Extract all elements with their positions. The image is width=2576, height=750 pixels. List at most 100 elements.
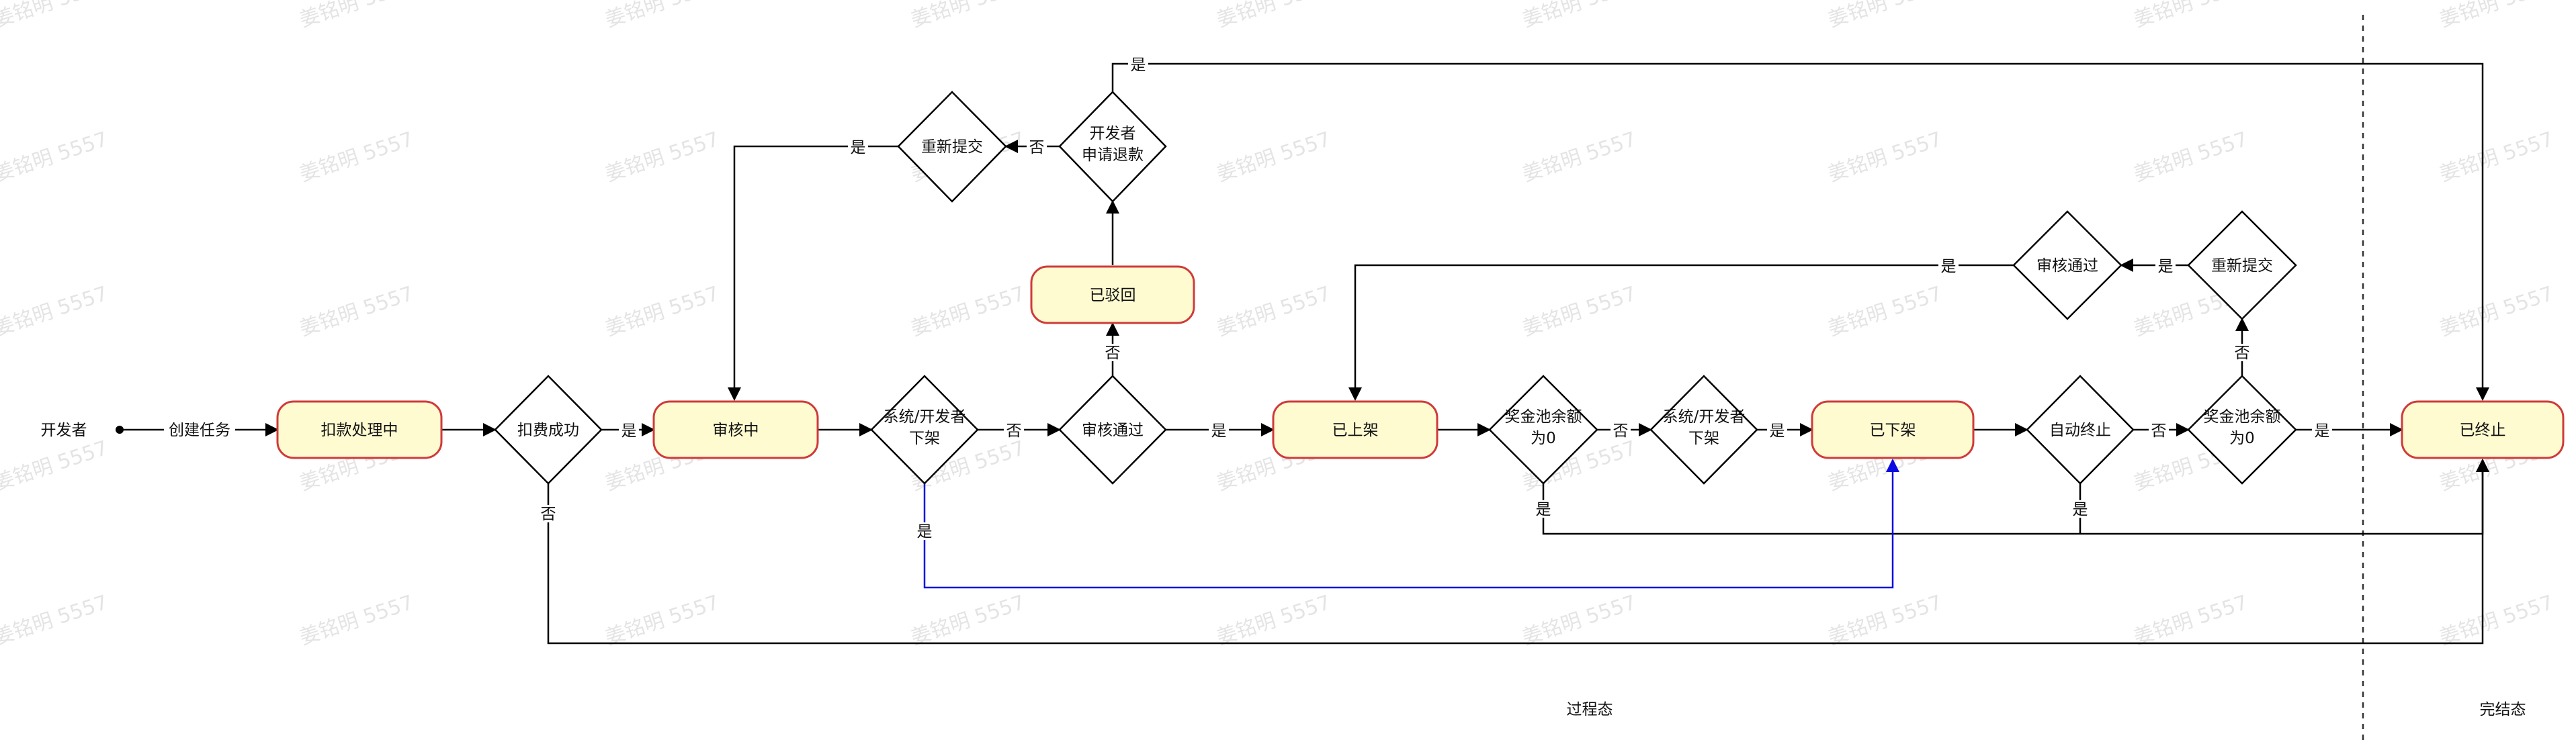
watermark-text: 姜铭明 5557 <box>1826 591 1945 650</box>
node-yiXiaJia-label: 已下架 <box>1870 422 1916 439</box>
edge-chongXin1-to-shenHe <box>728 145 898 401</box>
watermark-text: 姜铭明 5557 <box>2131 591 2251 650</box>
watermark-text: 姜铭明 5557 <box>908 591 1028 650</box>
node-boHui <box>1030 265 1195 324</box>
actor-label: 开发者 <box>41 422 87 439</box>
watermark-text: 姜铭明 5557 <box>1520 0 1639 32</box>
edge-label-yes: 是 <box>2158 258 2174 275</box>
node-jiangJin1 <box>1488 375 1598 485</box>
edge-jiangJin1-to-zhongZhi <box>1542 459 2489 535</box>
watermark-text: 姜铭明 5557 <box>1520 591 1639 650</box>
node-xiaJia2 <box>1649 375 1758 485</box>
watermark-text: 姜铭明 5557 <box>1214 0 1334 32</box>
node-boHui-label: 已驳回 <box>1090 287 1136 304</box>
edge-label-create: 创建任务 <box>169 422 230 439</box>
edge-label-yes: 是 <box>1941 258 1957 275</box>
node-chongXin1 <box>897 91 1007 203</box>
node-chongXin1-label: 重新提交 <box>921 138 983 156</box>
watermark-text: 姜铭明 5557 <box>297 128 417 187</box>
watermark-text: 姜铭明 5557 <box>297 282 417 341</box>
edge-label-yes: 是 <box>2073 501 2088 518</box>
start-dot <box>116 426 124 434</box>
watermark-text: 姜铭明 5557 <box>908 282 1028 341</box>
watermark-text: 姜铭明 5557 <box>0 128 111 187</box>
node-zhongZhi-label: 已终止 <box>2460 422 2506 439</box>
watermark-text: 姜铭明 5557 <box>2437 282 2557 341</box>
node-jiangJin1-label: 奖金池余额为0 <box>1505 408 1582 447</box>
watermark-text: 姜铭明 5557 <box>1826 0 1945 32</box>
zone-final-label: 完结态 <box>2480 701 2526 718</box>
watermark-text: 姜铭明 5557 <box>297 0 417 32</box>
node-shenHeTongGuo2 <box>2012 210 2122 320</box>
node-jiangJin2-label: 奖金池余额为0 <box>2204 408 2281 447</box>
watermark-text: 姜铭明 5557 <box>1826 128 1945 187</box>
watermark-text: 姜铭明 5557 <box>2437 591 2557 650</box>
edge-label-no: 否 <box>2151 422 2167 440</box>
node-tuiKuan <box>1058 91 1167 203</box>
edge-label-yes: 是 <box>851 139 866 156</box>
edge-tuiKuan-to-zhongZhi <box>1111 62 2489 401</box>
edge-label-no: 否 <box>541 506 556 523</box>
watermark-text: 姜铭明 5557 <box>1520 128 1639 187</box>
node-kouKuan <box>276 400 443 459</box>
node-jiangJin2 <box>2187 375 2297 485</box>
node-kouKuan-label: 扣款处理中 <box>321 422 398 439</box>
zone-process-label: 过程态 <box>1567 701 1613 718</box>
node-yiXiaJia <box>1811 400 1975 459</box>
edge-label-yes: 是 <box>1131 56 1146 74</box>
node-chongXin2 <box>2187 210 2297 320</box>
watermark-text: 姜铭明 5557 <box>603 128 722 187</box>
watermark-text: 姜铭明 5557 <box>908 0 1028 32</box>
node-chongXin2-label: 重新提交 <box>2211 257 2273 275</box>
watermark-text: 姜铭明 5557 <box>1214 282 1334 341</box>
watermark-text: 姜铭明 5557 <box>0 591 111 650</box>
node-ziDong-label: 自动终止 <box>2049 422 2111 439</box>
watermark-text: 姜铭明 5557 <box>1214 591 1334 650</box>
node-shenHe <box>652 400 819 459</box>
node-shangJia-label: 已上架 <box>1332 422 1379 439</box>
edge-label-no: 否 <box>1613 422 1629 440</box>
watermark-text: 姜铭明 5557 <box>2437 0 2557 32</box>
watermark-text: 姜铭明 5557 <box>603 591 722 650</box>
watermark-text: 姜铭明 5557 <box>0 436 111 496</box>
labels: 开发者 扣款处理中 扣费成功 审核中 系统/开发者下架 审核通过 已驳回 开发者… <box>41 56 2526 718</box>
watermark-text: 姜铭明 5557 <box>0 0 111 32</box>
edge-label-yes: 是 <box>1770 422 1785 440</box>
edge-label-yes: 是 <box>2315 422 2330 440</box>
node-shenHeTongGuo1 <box>1058 375 1167 485</box>
edge-label-yes: 是 <box>917 523 933 541</box>
watermark-text: 姜铭明 5557 <box>603 0 722 32</box>
edge-label-no: 否 <box>1029 139 1045 156</box>
node-xiaJia2-label: 系统/开发者下架 <box>1663 408 1746 447</box>
edge-label-no: 否 <box>2235 344 2250 362</box>
edge-label-yes: 是 <box>1536 501 1551 518</box>
node-xiaJia1-label: 系统/开发者下架 <box>884 408 966 447</box>
watermark-text: 姜铭明 5557 <box>1826 282 1945 341</box>
watermark-text: 姜铭明 5557 <box>297 591 417 650</box>
watermark-text: 姜铭明 5557 <box>2437 128 2557 187</box>
watermark-text: 姜铭明 5557 <box>603 282 722 341</box>
edge-label-yes: 是 <box>621 422 637 440</box>
node-shangJia <box>1272 400 1439 459</box>
watermark-text: 姜铭明 5557 <box>0 282 111 341</box>
node-xiaJia1 <box>870 375 979 485</box>
node-zhongZhi <box>2401 400 2565 459</box>
watermark-layer: 姜铭明 5557 姜铭明 5557 姜铭明 5557 姜铭明 5557 姜铭明 5557… <box>0 0 2557 650</box>
edge-kouFei-to-zhongZhi <box>547 459 2489 645</box>
edge-label-yes: 是 <box>1211 422 1227 440</box>
watermark-text: 姜铭明 5557 <box>2131 128 2251 187</box>
node-kouFei <box>494 375 603 485</box>
node-ziDong <box>2026 375 2135 485</box>
state-nodes <box>276 265 2565 459</box>
watermark-text: 姜铭明 5557 <box>2131 0 2251 32</box>
watermark-text: 姜铭明 5557 <box>1214 128 1334 187</box>
decision-nodes <box>494 91 2297 485</box>
node-kouFei-label: 扣费成功 <box>517 422 579 439</box>
watermark-text: 姜铭明 5557 <box>1520 282 1639 341</box>
edge-shenHeTongGuo2-to-shangJia <box>1348 264 2014 401</box>
node-shenHe-label: 审核中 <box>713 422 759 439</box>
node-tuiKuan-label: 开发者申请退款 <box>1082 125 1144 164</box>
edge-label-no: 否 <box>1105 344 1121 362</box>
edge-label-no: 否 <box>1006 422 1022 440</box>
